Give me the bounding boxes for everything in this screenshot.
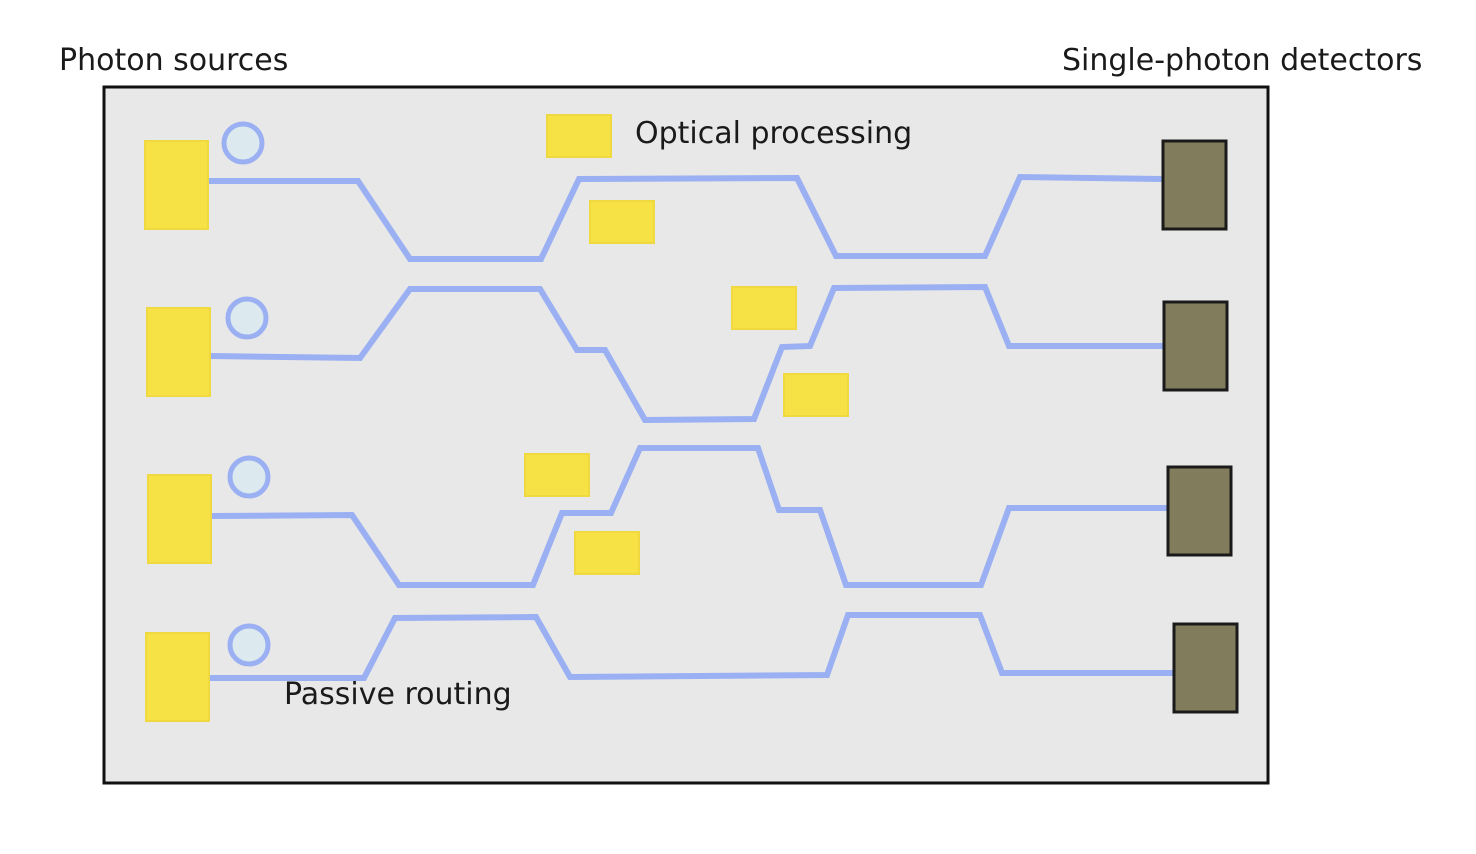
ring-resonator bbox=[227, 623, 271, 667]
detectors bbox=[1161, 139, 1239, 714]
single-photon-detector bbox=[1162, 300, 1229, 392]
processing-element bbox=[589, 200, 655, 244]
waveguide-3 bbox=[210, 445, 1168, 588]
processing-legend-swatch bbox=[546, 114, 612, 158]
photon-source bbox=[145, 632, 210, 722]
single-photon-detector bbox=[1172, 622, 1239, 714]
ring-resonator bbox=[225, 296, 269, 340]
waveguides bbox=[207, 173, 1174, 681]
chip-substrate bbox=[102, 85, 1270, 785]
ring-resonator bbox=[227, 455, 271, 499]
ring-resonators bbox=[221, 121, 271, 667]
processing-element bbox=[574, 531, 640, 575]
detectors-label: Single-photon detectors bbox=[1062, 43, 1423, 78]
single-photon-detector bbox=[1161, 139, 1228, 231]
photon-sources bbox=[144, 140, 212, 722]
optical-processing-elements bbox=[524, 114, 849, 575]
processing-element bbox=[731, 286, 797, 330]
photon-source bbox=[144, 140, 209, 230]
passive-routing-label: Passive routing bbox=[284, 677, 512, 712]
single-photon-detector bbox=[1166, 465, 1233, 557]
photon-sources-label: Photon sources bbox=[59, 43, 289, 78]
processing-element bbox=[783, 373, 849, 417]
waveguide-2 bbox=[210, 283, 1165, 424]
photon-source bbox=[147, 474, 212, 564]
ring-resonator bbox=[221, 121, 265, 165]
processing-element bbox=[524, 453, 590, 497]
photon-source bbox=[146, 307, 211, 397]
waveguide-4 bbox=[209, 612, 1174, 681]
optical-processing-label: Optical processing bbox=[635, 116, 913, 151]
waveguide-1 bbox=[207, 173, 1163, 262]
